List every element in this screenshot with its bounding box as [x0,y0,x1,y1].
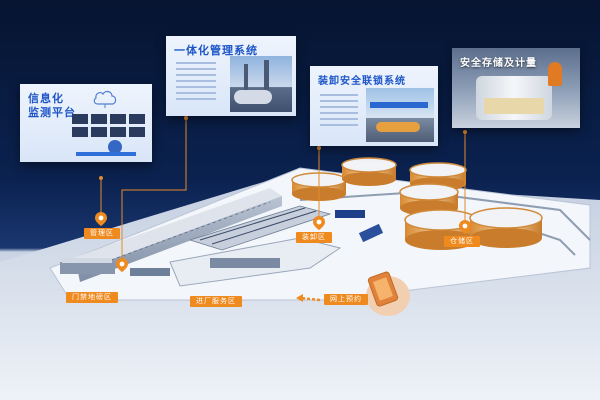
gate-buildings [60,258,170,276]
service-building [210,258,280,268]
zone-tag-loading: 装卸区 [296,232,332,243]
monitor-screen [91,114,107,124]
loading-station-image [366,88,434,142]
callout-lines [100,118,466,262]
menu-lines [176,58,216,104]
cloud-icon [93,90,117,108]
storage-tank-image [476,76,552,120]
location-pin-icon [313,216,325,230]
tank-group [291,157,543,250]
panel-integrated-management: 一体化管理系统 [166,36,296,116]
panel-title-line2: 监测平台 [28,106,76,119]
location-pin-icon [459,220,471,234]
callout-dots [99,116,467,180]
zone-tag-booking: 网上预约 [324,294,368,305]
monitor-screen [72,114,88,124]
panel-monitoring-platform: 信息化 监测平台 [20,84,152,162]
menu-lines [320,90,358,130]
refinery-tower [244,64,248,94]
pipeline [299,190,591,241]
panel-title-line1: 信息化 [28,92,64,105]
loading-racks [188,205,384,251]
screen-grid [72,114,146,137]
monitor-screen [129,127,145,137]
panel-title: 安全存储及计量 [460,58,537,69]
refinery-image [230,56,292,112]
monitor-screen [110,114,126,124]
desk [76,152,136,156]
panel-title: 装卸安全联锁系统 [318,76,406,87]
monitor-screen [110,127,126,137]
operator-figure [108,140,122,154]
canopy [370,102,428,108]
tank-2 [341,157,397,186]
monitor-screen [91,127,107,137]
zone-tag-tank: 仓储区 [444,236,480,247]
warehouse-building [62,188,282,282]
zone-tag-service: 进厂服务区 [190,296,242,307]
monitor-screen [72,127,88,137]
tanker-truck [376,122,420,132]
refinery-tower [264,60,269,94]
tank-6 [469,207,543,248]
zone-tag-admin: 管理区 [84,228,120,239]
refinery-tank [234,90,272,104]
location-pin-icon [116,258,128,272]
tank-liquid [484,98,544,114]
location-pin-icon [95,212,107,226]
route-arrow-icon [296,294,321,302]
engineer-figure [548,62,562,86]
phone-in-hand-icon [366,271,410,316]
monitor-screen [129,114,145,124]
panel-safe-storage: 安全存储及计量 [452,48,580,128]
panel-loading-interlock: 装卸安全联锁系统 [310,66,438,146]
zone-tag-gate: 门禁地磅区 [66,292,118,303]
panel-title: 一体化管理系统 [174,44,258,57]
